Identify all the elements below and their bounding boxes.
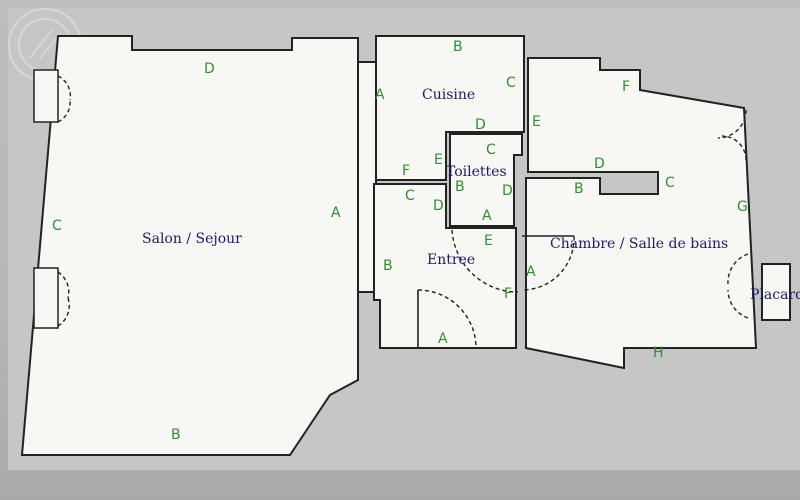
room-label-toilettes: Toilettes bbox=[446, 164, 507, 180]
wall-label: D bbox=[475, 117, 486, 133]
placard-walls bbox=[761, 263, 791, 321]
wall-label: F bbox=[402, 163, 410, 179]
wall-label: D bbox=[433, 198, 444, 214]
entree-walls bbox=[373, 183, 517, 349]
salon-left-doors bbox=[33, 69, 72, 329]
room-label-salon: Salon / Sejour bbox=[142, 231, 242, 247]
wall-label: E bbox=[484, 233, 493, 249]
entree-door bbox=[417, 289, 477, 349]
wall-label: D bbox=[502, 183, 513, 199]
wall-label: A bbox=[526, 264, 536, 280]
toilettes-walls bbox=[449, 133, 523, 227]
wall-label: F bbox=[504, 286, 512, 302]
wall-label: E bbox=[434, 152, 443, 168]
wall-label: C bbox=[52, 218, 62, 234]
wall-label: C bbox=[405, 188, 415, 204]
cuisine-walls bbox=[375, 35, 525, 181]
chambre-doors bbox=[451, 109, 749, 319]
wall-label: C bbox=[665, 175, 675, 191]
wall-label: B bbox=[171, 427, 181, 443]
wall-label: F bbox=[622, 79, 630, 95]
salon-walls bbox=[20, 35, 359, 456]
wall-label: A bbox=[482, 208, 492, 224]
wall-label: B bbox=[574, 181, 584, 197]
wall-label: A bbox=[375, 87, 385, 103]
room-label-cuisine: Cuisine bbox=[422, 87, 475, 103]
wall-label: H bbox=[653, 345, 664, 361]
room-label-chambre: Chambre / Salle de bains bbox=[550, 236, 728, 252]
wall-label: C bbox=[486, 142, 496, 158]
wall-label: G bbox=[737, 199, 748, 215]
room-label-placard: Placard bbox=[750, 287, 800, 303]
room-label-entree: Entree bbox=[427, 252, 475, 268]
wall-label: B bbox=[383, 258, 393, 274]
wall-label: A bbox=[438, 331, 448, 347]
wall-label: B bbox=[453, 39, 463, 55]
wall-label: E bbox=[532, 114, 541, 130]
wall-label: B bbox=[455, 179, 465, 195]
wall-label: D bbox=[594, 156, 605, 172]
wall-label: C bbox=[506, 75, 516, 91]
wall-label: D bbox=[204, 61, 215, 77]
wall-label: A bbox=[331, 205, 341, 221]
chambre-walls bbox=[525, 57, 758, 370]
